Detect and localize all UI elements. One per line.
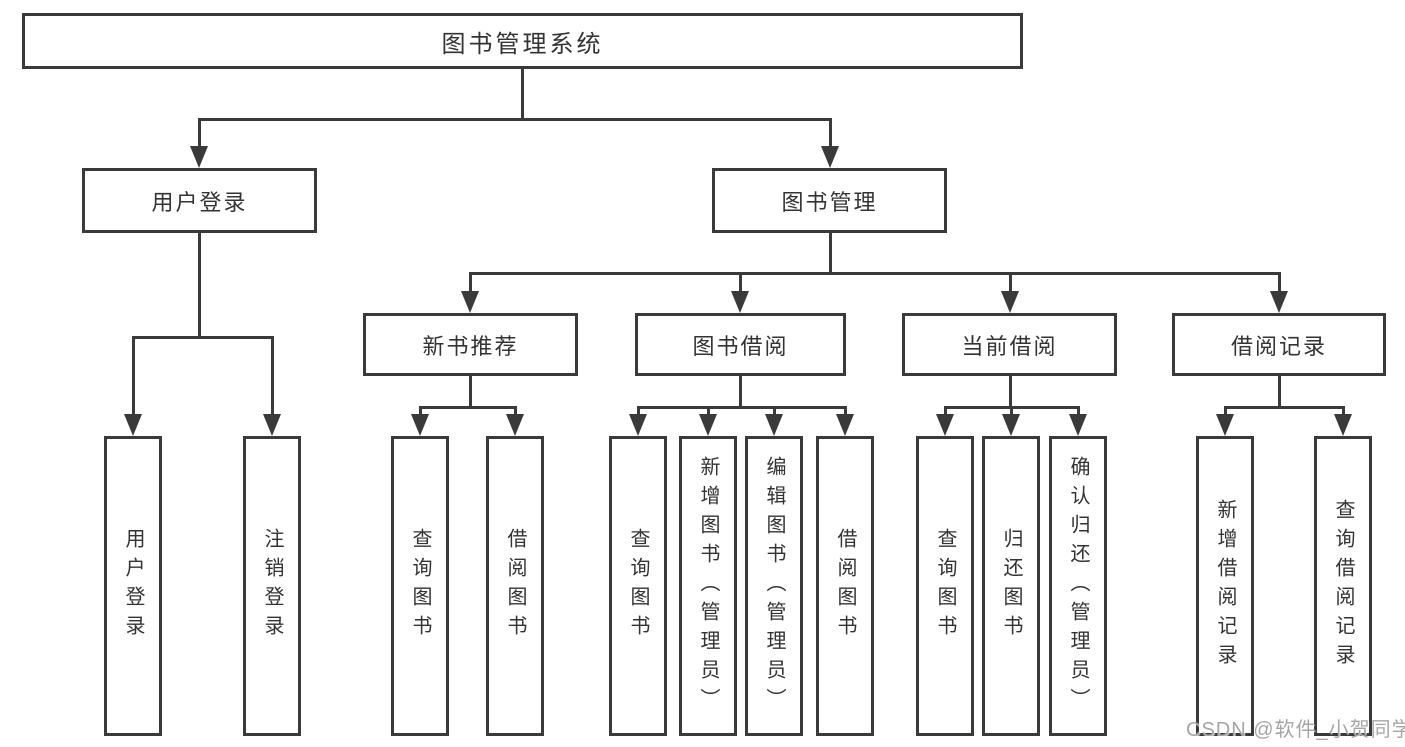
connector-stem-book-borrow (738, 376, 742, 409)
node-root-label: 图书管理系统 (441, 30, 604, 58)
arrow-down-icon-current-borrow-0 (936, 414, 954, 436)
arrow-down-icon-borrow-records-0 (1216, 414, 1234, 436)
leaf-add-book-admin: 新增图书（管理员） (679, 436, 737, 736)
leaf-recommend-query-book: 查询图书 (391, 436, 449, 736)
leaf-edit-book-admin-label: 编辑图书（管理员） (763, 455, 785, 717)
connector-drop-current-borrow-2 (1076, 406, 1080, 420)
leaf-recommend-borrow-book-label: 借阅图书 (504, 528, 526, 644)
connector-stem-borrow-records (1277, 376, 1281, 409)
node-user-login: 用户登录 (82, 168, 317, 233)
connector-drop-current-borrow-0 (943, 406, 947, 420)
arrow-down-icon-root-1 (821, 146, 839, 168)
arrow-down-icon-book-borrow-0 (629, 414, 647, 436)
leaf-logout: 注销登录 (243, 436, 301, 736)
arrow-down-icon-book-mgmt-2 (1001, 291, 1019, 313)
connector-bar-root (197, 118, 832, 121)
node-borrow-records-label: 借阅记录 (1230, 333, 1327, 359)
connector-stem-user-login (197, 232, 201, 339)
node-borrow-records: 借阅记录 (1172, 313, 1386, 376)
leaf-return-book: 归还图书 (982, 436, 1040, 736)
leaf-edit-book-admin: 编辑图书（管理员） (745, 436, 803, 736)
connector-bar-book-mgmt (468, 272, 1281, 275)
connector-drop-book-mgmt-2 (1008, 272, 1012, 297)
leaf-query-borrow-record-label: 查询借阅记录 (1332, 499, 1354, 673)
leaf-borrow-book-label: 借阅图书 (834, 528, 856, 644)
arrow-down-icon-new-book-1 (506, 414, 524, 436)
arrow-down-icon-user-login-0 (124, 414, 142, 436)
leaf-borrow-query-book-label: 查询图书 (627, 528, 649, 644)
leaf-recommend-borrow-book: 借阅图书 (486, 436, 544, 736)
connector-drop-user-login-0 (131, 336, 135, 420)
leaf-borrow-query-book: 查询图书 (609, 436, 667, 736)
csdn-watermark: CSDN @软件_小贺同学 (1186, 719, 1405, 741)
arrow-down-icon-book-mgmt-0 (461, 291, 479, 313)
connector-stem-new-book (468, 376, 472, 409)
node-book-management-label: 图书管理 (781, 189, 878, 215)
leaf-recommend-query-book-label: 查询图书 (409, 528, 431, 644)
leaf-return-book-label: 归还图书 (1000, 528, 1022, 644)
connector-stem-root (520, 69, 524, 121)
leaf-logout-label: 注销登录 (261, 528, 283, 644)
connector-drop-book-borrow-3 (843, 406, 847, 420)
node-book-management: 图书管理 (712, 168, 947, 233)
connector-drop-book-borrow-1 (706, 406, 710, 420)
node-current-borrow-label: 当前借阅 (961, 333, 1058, 359)
connector-drop-root-1 (828, 118, 832, 152)
connector-bar-user-login (131, 336, 274, 339)
arrow-down-icon-book-borrow-3 (836, 414, 854, 436)
leaf-borrow-book: 借阅图书 (816, 436, 874, 736)
leaf-add-borrow-record: 新增借阅记录 (1196, 436, 1254, 736)
connector-bar-borrow-records (1223, 406, 1345, 409)
connector-drop-user-login-1 (270, 336, 274, 420)
node-new-book-recommend-label: 新书推荐 (422, 333, 519, 359)
arrow-down-icon-current-borrow-2 (1069, 414, 1087, 436)
node-current-borrow: 当前借阅 (902, 313, 1117, 376)
leaf-confirm-return-admin-label: 确认归还（管理员） (1067, 455, 1089, 717)
connector-drop-new-book-0 (418, 406, 422, 420)
leaf-current-query-book: 查询图书 (916, 436, 974, 736)
connector-drop-book-borrow-2 (772, 406, 776, 420)
connector-drop-book-mgmt-3 (1277, 272, 1281, 297)
node-book-borrow: 图书借阅 (635, 313, 846, 376)
node-user-login-label: 用户登录 (151, 189, 248, 215)
leaf-add-borrow-record-label: 新增借阅记录 (1214, 499, 1236, 673)
leaf-user-login-label: 用户登录 (122, 528, 144, 644)
arrow-down-icon-current-borrow-1 (1002, 414, 1020, 436)
connector-drop-book-mgmt-0 (468, 272, 472, 297)
arrow-down-icon-book-mgmt-1 (731, 291, 749, 313)
leaf-current-query-book-label: 查询图书 (934, 528, 956, 644)
connector-drop-book-mgmt-1 (738, 272, 742, 297)
connector-drop-borrow-records-0 (1223, 406, 1227, 420)
node-root: 图书管理系统 (22, 13, 1023, 69)
connector-bar-book-borrow (636, 406, 847, 409)
connector-stem-current-borrow (1008, 376, 1012, 409)
connector-drop-book-borrow-0 (636, 406, 640, 420)
arrow-down-icon-book-borrow-1 (699, 414, 717, 436)
leaf-confirm-return-admin: 确认归还（管理员） (1049, 436, 1107, 736)
node-book-borrow-label: 图书借阅 (692, 333, 789, 359)
leaf-user-login: 用户登录 (104, 436, 162, 736)
connector-bar-new-book (418, 406, 517, 409)
node-new-book-recommend: 新书推荐 (363, 313, 578, 376)
connector-drop-root-0 (197, 118, 201, 152)
arrow-down-icon-book-mgmt-3 (1270, 291, 1288, 313)
connector-drop-current-borrow-1 (1009, 406, 1013, 420)
leaf-query-borrow-record: 查询借阅记录 (1314, 436, 1372, 736)
arrow-down-icon-root-0 (190, 146, 208, 168)
connector-drop-new-book-1 (513, 406, 517, 420)
arrow-down-icon-user-login-1 (263, 414, 281, 436)
arrow-down-icon-book-borrow-2 (765, 414, 783, 436)
arrow-down-icon-borrow-records-1 (1334, 414, 1352, 436)
connector-stem-book-mgmt (828, 233, 832, 275)
arrow-down-icon-new-book-0 (411, 414, 429, 436)
leaf-add-book-admin-label: 新增图书（管理员） (697, 455, 719, 717)
connector-drop-borrow-records-1 (1341, 406, 1345, 420)
